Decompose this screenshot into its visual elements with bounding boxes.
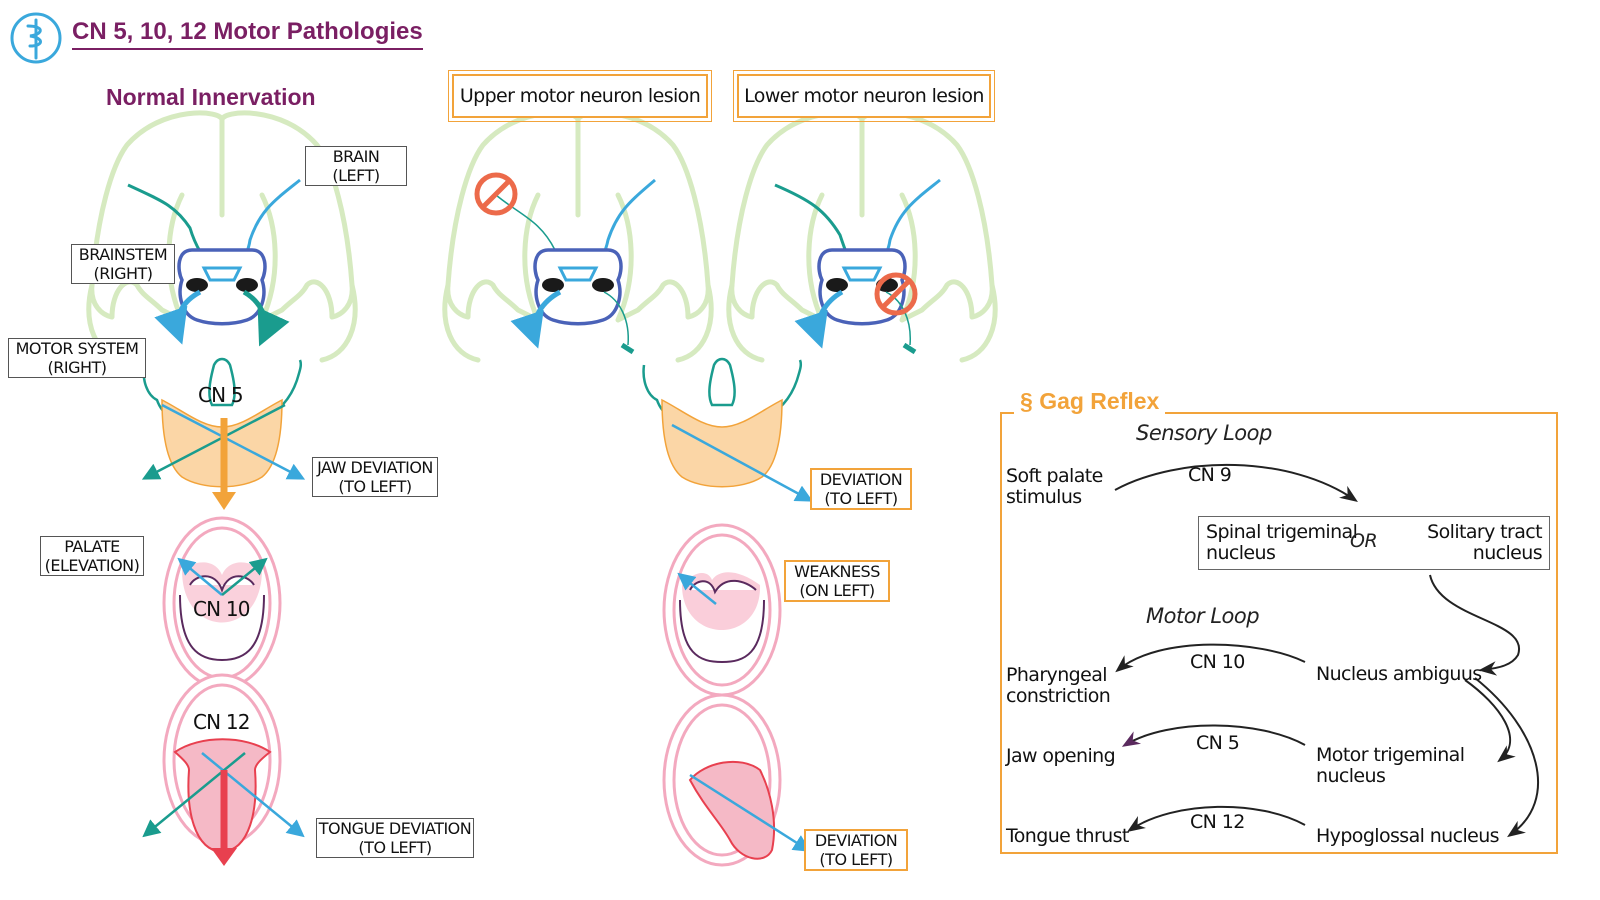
cn5-label: CN 5 bbox=[198, 383, 244, 407]
normal-palate-figure bbox=[162, 516, 282, 690]
cn10-label: CN 10 bbox=[193, 597, 251, 621]
normal-brain-figure bbox=[89, 113, 355, 360]
umn-brain-figure bbox=[445, 113, 711, 360]
palate-weakness-result: WEAKNESS (ON LEFT) bbox=[784, 560, 890, 602]
sensory-loop-heading: Sensory Loop bbox=[1136, 421, 1272, 445]
solitary-tract-nucleus: Solitary tract nucleus bbox=[1427, 521, 1542, 564]
cn5-gag-label: CN 5 bbox=[1196, 732, 1240, 754]
stimulus-text: Soft palate stimulus bbox=[1006, 465, 1103, 508]
motor-loop-heading: Motor Loop bbox=[1146, 604, 1260, 628]
nucleus-ambiguus-text: Nucleus ambiguus bbox=[1316, 663, 1482, 685]
motor-trigeminal-nucleus-text: Motor trigeminal nucleus bbox=[1316, 744, 1465, 787]
spinal-trigeminal-nucleus: Spinal trigeminal nucleus bbox=[1206, 521, 1358, 564]
tongue-deviation-label: TONGUE DEVIATION (TO LEFT) bbox=[316, 818, 474, 858]
jaw-deviation-label: JAW DEVIATION (TO LEFT) bbox=[312, 457, 438, 497]
sensory-nuclei-box bbox=[1198, 516, 1550, 570]
tongue-deviation-result: DEVIATION (TO LEFT) bbox=[804, 829, 908, 871]
normal-jaw-figure bbox=[141, 357, 306, 510]
normal-tongue-figure bbox=[142, 673, 305, 866]
gag-reflex-arrows bbox=[1114, 463, 1539, 838]
normal-innervation-heading: Normal Innervation bbox=[106, 84, 316, 110]
or-text: OR bbox=[1350, 530, 1378, 552]
lesion-jaw-figure bbox=[642, 357, 814, 502]
hypoglossal-nucleus-text: Hypoglossal nucleus bbox=[1316, 825, 1500, 847]
cn12-label: CN 12 bbox=[193, 710, 251, 734]
gag-reflex-icon: § bbox=[1020, 388, 1033, 414]
gag-reflex-panel bbox=[1000, 412, 1558, 854]
lesion-palate-figure bbox=[662, 523, 782, 697]
page-title: CN 5, 10, 12 Motor Pathologies bbox=[72, 18, 423, 50]
pharyngeal-constriction-text: Pharyngeal constriction bbox=[1006, 664, 1111, 707]
brain-label: BRAIN (LEFT) bbox=[305, 146, 407, 186]
jaw-opening-text: Jaw opening bbox=[1006, 745, 1116, 767]
umn-lesion-heading: Upper motor neuron lesion bbox=[448, 70, 712, 122]
caduceus-logo-icon bbox=[10, 12, 62, 64]
lesion-tongue-figure bbox=[662, 693, 811, 867]
cn12-gag-label: CN 12 bbox=[1190, 811, 1245, 833]
cn9-label: CN 9 bbox=[1188, 464, 1232, 486]
lmn-lesion-heading: Lower motor neuron lesion bbox=[733, 70, 995, 122]
tongue-thrust-text: Tongue thrust bbox=[1006, 825, 1129, 847]
jaw-deviation-result: DEVIATION (TO LEFT) bbox=[810, 468, 912, 510]
lmn-brain-figure bbox=[729, 113, 995, 360]
palate-label: PALATE (ELEVATION) bbox=[40, 536, 144, 576]
cn10-gag-label: CN 10 bbox=[1190, 651, 1245, 673]
gag-reflex-heading: § Gag Reflex bbox=[1014, 388, 1166, 415]
brainstem-label: BRAINSTEM (RIGHT) bbox=[71, 244, 175, 284]
lmn-lesion-icon bbox=[874, 272, 918, 316]
umn-lesion-icon bbox=[474, 172, 518, 216]
motor-system-label: MOTOR SYSTEM (RIGHT) bbox=[8, 338, 146, 378]
